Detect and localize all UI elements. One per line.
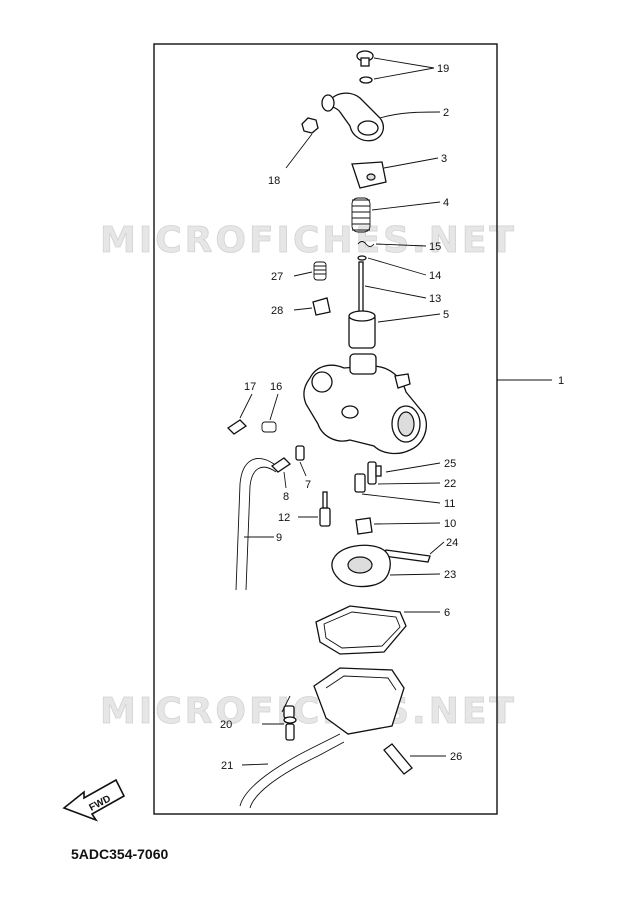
part-float-chamber xyxy=(313,667,405,735)
callout-21: 21 xyxy=(221,760,233,772)
part-elbow-2 xyxy=(321,92,385,142)
callout-27: 27 xyxy=(271,271,283,283)
part-valve-seat-10 xyxy=(355,517,373,535)
callout-18: 18 xyxy=(268,175,280,187)
part-screw-19 xyxy=(356,50,374,84)
callout-labels: 19 2 18 3 4 15 14 27 13 28 5 1 17 16 25 … xyxy=(220,63,564,772)
part-needle-jet-12 xyxy=(319,491,331,527)
diagram-code: 5ADC354-7060 xyxy=(71,846,169,862)
part-gasket-6 xyxy=(315,605,407,655)
callout-15: 15 xyxy=(429,241,441,253)
fwd-arrow-icon: FWD xyxy=(62,778,126,822)
diagram-frame xyxy=(153,43,498,815)
callout-25: 25 xyxy=(444,458,456,470)
part-screw-25 xyxy=(375,465,382,477)
callout-7: 7 xyxy=(305,479,311,491)
callout-5: 5 xyxy=(443,309,449,321)
callout-20: 20 xyxy=(220,719,232,731)
callout-10: 10 xyxy=(444,518,456,530)
callout-23: 23 xyxy=(444,569,456,581)
part-float-23 xyxy=(331,544,391,588)
part-screws-20 xyxy=(283,705,297,741)
part-spring-27 xyxy=(313,261,327,281)
part-carburetor-body-1 xyxy=(303,353,427,455)
callout-17: 17 xyxy=(244,381,256,393)
callout-12: 12 xyxy=(278,512,290,524)
part-cap-28 xyxy=(312,297,331,316)
watermark-top: MICROFICHES.NET xyxy=(100,220,517,261)
part-spring-16 xyxy=(261,421,277,433)
part-screw-17 xyxy=(226,419,248,435)
part-screw-26 xyxy=(383,743,413,775)
callout-8: 8 xyxy=(283,491,289,503)
callout-4: 4 xyxy=(443,197,449,209)
callout-28: 28 xyxy=(271,305,283,317)
callout-24: 24 xyxy=(446,537,458,549)
part-jet-22 xyxy=(367,461,377,485)
part-needle-13 xyxy=(358,261,364,313)
part-nut-18 xyxy=(301,117,319,134)
part-spring-4 xyxy=(351,197,371,233)
leader-lines xyxy=(239,57,552,766)
callout-1: 1 xyxy=(558,375,564,387)
part-washer-14 xyxy=(357,255,367,261)
callout-22: 22 xyxy=(444,478,456,490)
callout-13: 13 xyxy=(429,293,441,305)
part-hose-9 xyxy=(235,458,277,591)
callout-11: 11 xyxy=(444,498,455,510)
part-cap-3 xyxy=(351,161,387,189)
part-screw-8 xyxy=(270,457,292,473)
callout-19: 19 xyxy=(437,63,449,75)
part-pin-24 xyxy=(383,549,431,563)
part-main-jet-11 xyxy=(354,473,366,493)
watermark-bottom: MICROFICHES.NET xyxy=(100,691,517,732)
callout-3: 3 xyxy=(441,153,447,165)
callout-14: 14 xyxy=(429,270,441,282)
part-clip-15 xyxy=(357,241,375,247)
callout-16: 16 xyxy=(270,381,282,393)
callout-26: 26 xyxy=(450,751,462,763)
callout-9: 9 xyxy=(276,532,282,544)
part-throttle-valve-5 xyxy=(348,310,376,349)
part-drain-hose-21 xyxy=(239,733,345,809)
part-jet-7 xyxy=(295,445,305,461)
callout-2: 2 xyxy=(443,107,449,119)
callout-6: 6 xyxy=(444,607,450,619)
